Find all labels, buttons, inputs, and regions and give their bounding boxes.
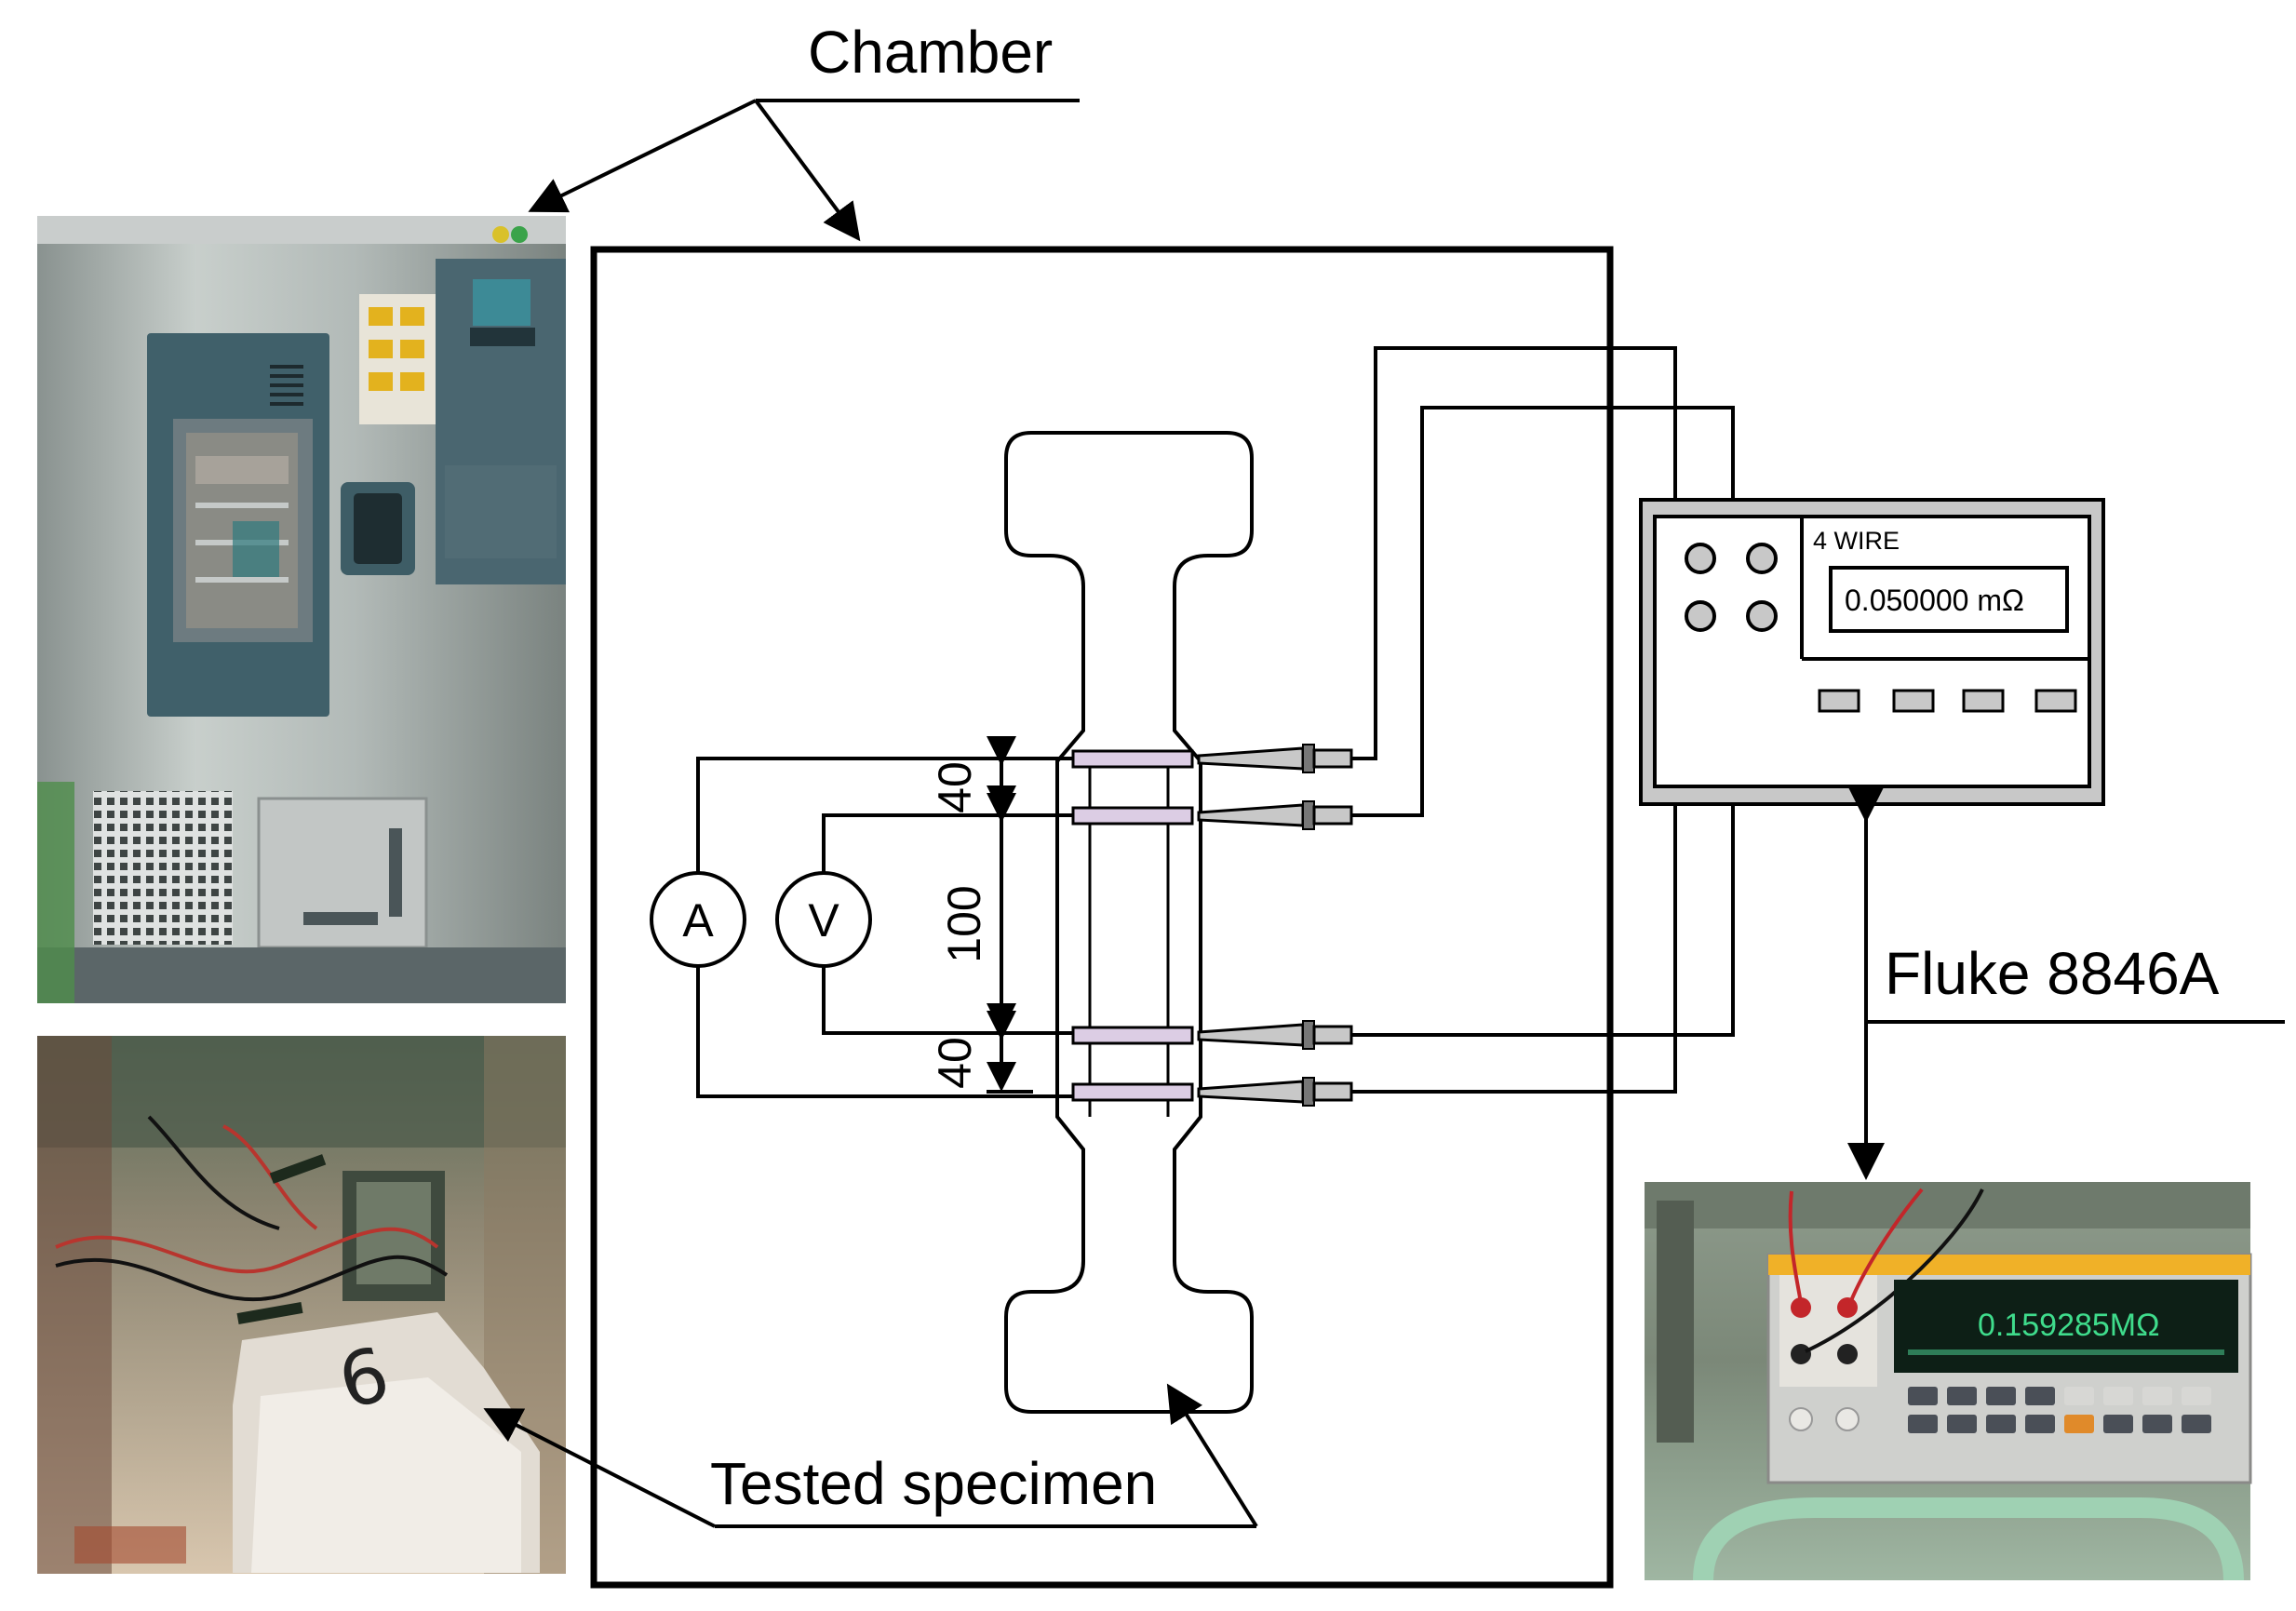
- meter-display: [1894, 1280, 2238, 1373]
- meter-reading-box: [1829, 566, 2069, 633]
- terminal-icon: [1746, 600, 1778, 632]
- voltmeter-symbol: [775, 871, 872, 968]
- ventilation-grill: [93, 791, 233, 945]
- chamber-photo: [37, 216, 566, 1003]
- annotation-leaders: [483, 99, 2285, 1528]
- terminal-icon: [1837, 1344, 1858, 1364]
- meter-mode: 4 WIRE: [1813, 527, 1900, 555]
- terminal-icon: [1837, 1297, 1858, 1318]
- meter-reading: 0.050000 mΩ: [1845, 584, 2024, 617]
- specimen-outline: [1004, 431, 1254, 1414]
- fluke-label: Fluke 8846A: [1885, 940, 2220, 1007]
- voltmeter-label: V: [808, 894, 839, 946]
- probe-connectors: [1197, 744, 1353, 1107]
- terminal-icon: [1685, 600, 1716, 632]
- fluke-meter-photo: 0.159285MΩ: [1645, 1182, 2252, 1581]
- tested-specimen-label: Tested specimen: [710, 1450, 1157, 1517]
- dimension-middle: 100: [938, 885, 990, 962]
- ammeter-label: A: [682, 894, 714, 946]
- control-screen: [473, 279, 530, 326]
- terminal-icon: [1746, 543, 1778, 574]
- indicator-light-icon: [511, 226, 528, 243]
- terminal-icon: [1791, 1344, 1811, 1364]
- dimension-lines: [987, 736, 1033, 1094]
- indicator-light-icon: [492, 226, 509, 243]
- ammeter-symbol: [650, 871, 746, 968]
- meter-buttons: [1818, 689, 2077, 713]
- dimension-bottom: 40: [929, 1037, 981, 1089]
- terminal-icon: [1685, 543, 1716, 574]
- meter-photo-reading: 0.159285MΩ: [1978, 1308, 2160, 1343]
- specimen-photo: 6: [37, 1036, 566, 1574]
- terminal-icon: [1791, 1297, 1811, 1318]
- meter-schematic: 4 WIRE 0.050000 mΩ: [1639, 498, 2105, 806]
- meter-stand: [1693, 1497, 2244, 1581]
- dimension-top: 40: [929, 761, 981, 813]
- chamber-schematic: A V 40 100 40: [590, 246, 1750, 1589]
- chamber-enclosure: [590, 246, 1614, 1589]
- vent-slots: [270, 365, 303, 406]
- ammeter-voltmeter-circuit: [696, 757, 1073, 1098]
- meter-keypad: [1789, 1387, 2211, 1433]
- chamber-label: Chamber: [808, 19, 1053, 86]
